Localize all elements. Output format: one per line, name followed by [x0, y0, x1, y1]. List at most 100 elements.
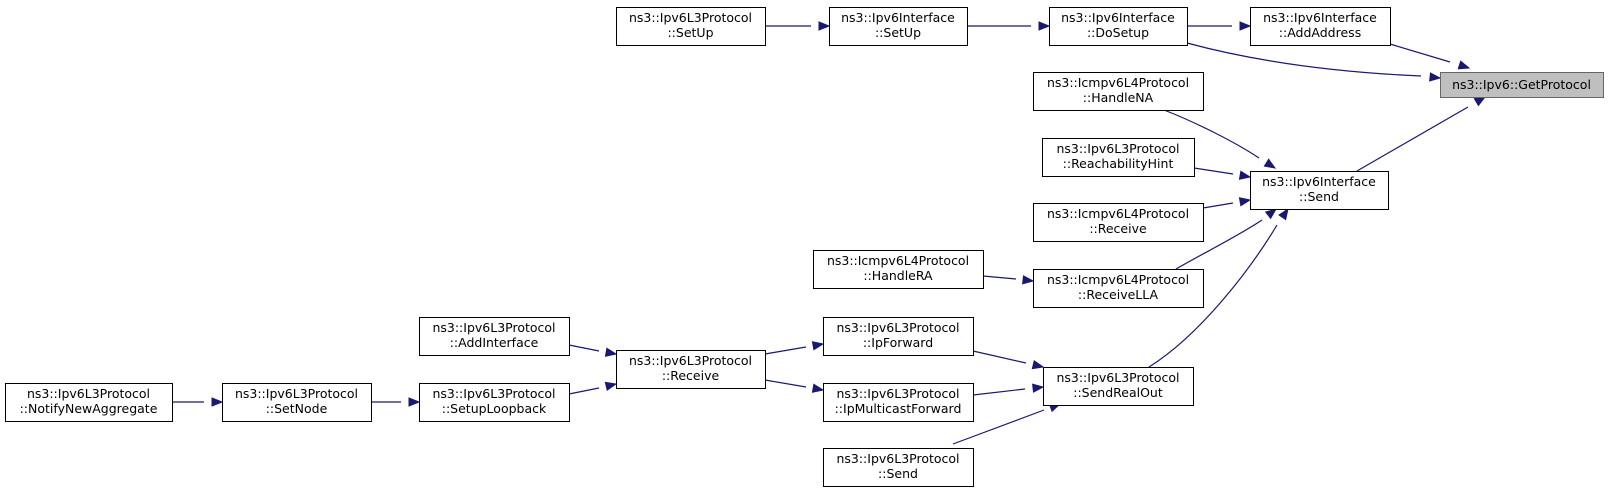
- node-box: [616, 7, 766, 46]
- node-icmpv6l4protocol-handlena[interactable]: ns3::Icmpv6L4Protocol::HandleNA: [1033, 72, 1204, 111]
- node-ipv6-getprotocol[interactable]: ns3::Ipv6::GetProtocol: [1440, 72, 1604, 98]
- node-label-line2: ::HandleNA: [1083, 90, 1154, 105]
- node-label-line2: ::HandleRA: [863, 268, 933, 283]
- node-ipv6l3protocol-ipforward[interactable]: ns3::Ipv6L3Protocol::IpForward: [823, 317, 974, 356]
- node-label-line1: ns3::Ipv6Interface: [841, 10, 955, 25]
- node-box: [1033, 203, 1204, 242]
- node-box: [222, 383, 372, 422]
- node-ipv6l3protocol-notifynewaggregate[interactable]: ns3::Ipv6L3Protocol::NotifyNewAggregate: [5, 383, 173, 422]
- node-icmpv6l4protocol-handlera[interactable]: ns3::Icmpv6L4Protocol::HandleRA: [813, 250, 984, 289]
- edge-l3setup-to-ifsetup: [765, 21, 831, 31]
- node-label-line2: ::AddAddress: [1279, 25, 1361, 40]
- arrowhead-icon: [1238, 170, 1252, 180]
- node-ipv6interface-send[interactable]: ns3::Ipv6Interface::Send: [1250, 171, 1389, 210]
- node-label-line1: ns3::Icmpv6L4Protocol: [1047, 272, 1189, 287]
- edge-l3receive-to-ipforward: [764, 341, 825, 355]
- edge-sendrealout-to-ifsend: [1148, 207, 1289, 368]
- arrowhead-icon: [1457, 60, 1471, 70]
- edge-setnode-to-setuploopback: [371, 397, 421, 407]
- node-box: [1250, 171, 1389, 210]
- node-ipv6interface-setup[interactable]: ns3::Ipv6Interface::SetUp: [829, 7, 968, 46]
- node-icmpv6l4protocol-receive[interactable]: ns3::Icmpv6L4Protocol::Receive: [1033, 203, 1204, 242]
- node-ipv6l3protocol-setnode[interactable]: ns3::Ipv6L3Protocol::SetNode: [222, 383, 372, 422]
- edge-dosetup-to-getprotocol: [1186, 42, 1442, 82]
- node-ipv6l3protocol-setup[interactable]: ns3::Ipv6L3Protocol::SetUp: [616, 7, 766, 46]
- edge-addinterface-to-l3receive: [568, 344, 618, 357]
- edge-l3receive-to-ipmcast: [764, 379, 825, 393]
- node-box: [829, 7, 968, 46]
- node-ipv6l3protocol-ipmulticastforward[interactable]: ns3::Ipv6L3Protocol::IpMulticastForward: [823, 383, 974, 422]
- arrowhead-icon: [1238, 197, 1252, 207]
- edge-handlera-to-receivella: [982, 275, 1035, 285]
- node-ipv6l3protocol-reachabilityhint[interactable]: ns3::Ipv6L3Protocol::ReachabilityHint: [1042, 138, 1195, 177]
- node-label-line1: ns3::Ipv6L3Protocol: [235, 386, 358, 401]
- edge-line: [764, 346, 807, 355]
- arrowhead-icon: [408, 397, 421, 407]
- edge-reachhint-to-ifsend: [1193, 167, 1252, 180]
- edge-ifsend-to-getprotocol: [1356, 96, 1487, 172]
- node-label-line2: ::AddInterface: [450, 335, 539, 350]
- node-box: [1250, 7, 1391, 46]
- node-ipv6interface-addaddress[interactable]: ns3::Ipv6Interface::AddAddress: [1250, 7, 1391, 46]
- edge-line: [1389, 43, 1451, 63]
- edge-line: [1186, 42, 1422, 77]
- node-label-line1: ns3::Ipv6L3Protocol: [629, 353, 752, 368]
- arrowhead-icon: [1239, 21, 1252, 31]
- edge-ifsetup-to-dosetup: [967, 21, 1051, 31]
- edge-dosetup-to-addaddress: [1187, 21, 1252, 31]
- arrowhead-icon: [1429, 72, 1442, 82]
- edge-line: [1193, 167, 1234, 175]
- node-label-line1: ns3::Ipv6Interface: [1263, 10, 1377, 25]
- node-ipv6l3protocol-addinterface[interactable]: ns3::Ipv6L3Protocol::AddInterface: [419, 317, 570, 356]
- node-label-line2: ::Send: [878, 466, 918, 481]
- node-box: [823, 448, 974, 487]
- edge-line: [1175, 219, 1263, 270]
- edge-line: [972, 388, 1026, 396]
- arrowhead-icon: [604, 347, 618, 357]
- edge-line: [1356, 106, 1469, 172]
- node-label-line2: ::NotifyNewAggregate: [20, 401, 158, 416]
- node-ipv6l3protocol-receive[interactable]: ns3::Ipv6L3Protocol::Receive: [616, 350, 766, 389]
- node-label-line1: ns3::Icmpv6L4Protocol: [1047, 75, 1189, 90]
- arrowhead-icon: [1022, 275, 1035, 285]
- node-ipv6interface-dosetup[interactable]: ns3::Ipv6Interface::DoSetup: [1049, 7, 1188, 46]
- node-label-line2: ::SetUp: [875, 25, 921, 40]
- node-label-line1: ns3::Ipv6L3Protocol: [836, 320, 959, 335]
- node-label-line2: ::SetupLoopback: [442, 401, 547, 416]
- node-label-line2: ::Send: [1299, 189, 1339, 204]
- node-ipv6l3protocol-sendrealout[interactable]: ns3::Ipv6L3Protocol::SendRealOut: [1043, 367, 1194, 406]
- arrowhead-icon: [1278, 207, 1289, 221]
- node-box: [419, 383, 570, 422]
- edge-line: [1202, 202, 1234, 209]
- node-label-line2: ::Receive: [662, 368, 720, 383]
- node-box: [823, 383, 974, 422]
- arrowhead-icon: [1264, 208, 1278, 220]
- node-label-line2: ::IpMulticastForward: [835, 401, 962, 416]
- edge-ipmcast-to-sendrealout: [972, 383, 1045, 396]
- node-label-line2: ::SendRealOut: [1073, 385, 1163, 400]
- edge-line: [1163, 109, 1260, 159]
- edge-line: [982, 275, 1017, 280]
- node-label-line1: ns3::Ipv6Interface: [1262, 174, 1376, 189]
- node-box: [419, 317, 570, 356]
- node-ipv6l3protocol-setuploopback[interactable]: ns3::Ipv6L3Protocol::SetupLoopback: [419, 383, 570, 422]
- node-label-line1: ns3::Ipv6L3Protocol: [836, 386, 959, 401]
- node-label-line1: ns3::Ipv6L3Protocol: [1056, 141, 1179, 156]
- edge-line: [972, 350, 1027, 364]
- arrowhead-icon: [1038, 21, 1051, 31]
- node-ipv6l3protocol-send[interactable]: ns3::Ipv6L3Protocol::Send: [823, 448, 974, 487]
- node-label-line2: ::Receive: [1089, 221, 1147, 236]
- node-label-line2: ::ReceiveLLA: [1078, 287, 1159, 302]
- edge-line: [764, 379, 807, 388]
- node-label-line1: ns3::Ipv6Interface: [1061, 10, 1175, 25]
- node-label-line1: ns3::Icmpv6L4Protocol: [827, 253, 969, 268]
- node-box: [1049, 7, 1188, 46]
- node-icmpv6l4protocol-receivella[interactable]: ns3::Icmpv6L4Protocol::ReceiveLLA: [1033, 269, 1204, 308]
- arrowhead-icon: [1032, 383, 1045, 393]
- nodes-layer: ns3::Ipv6::GetProtocolns3::Ipv6Interface…: [5, 7, 1604, 487]
- edge-line: [568, 344, 600, 352]
- edge-icmpreceive-to-ifsend: [1202, 197, 1252, 209]
- edge-line: [568, 387, 600, 395]
- edge-notifyagg-to-setnode: [172, 397, 224, 407]
